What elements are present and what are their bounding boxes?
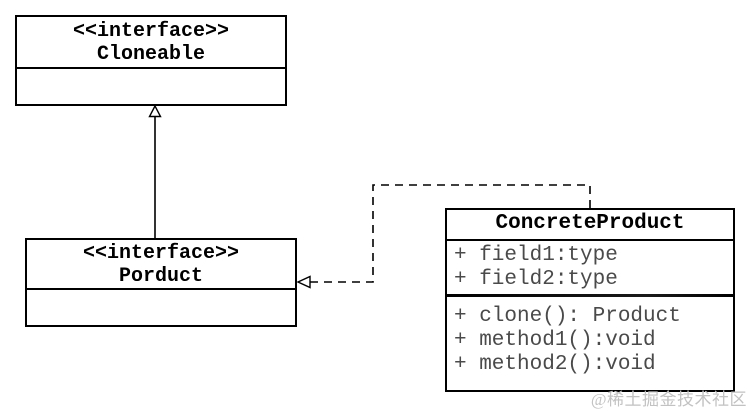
methods-compartment: + clone(): Product + method1():void + me… bbox=[447, 297, 733, 377]
class-name: Porduct bbox=[118, 265, 203, 288]
class-box-cloneable: <<interface>> Cloneable bbox=[15, 15, 287, 106]
class-box-concreteproduct: ConcreteProduct + field1:type + field2:t… bbox=[445, 208, 735, 392]
watermark: @稀土掘金技术社区 bbox=[590, 390, 747, 409]
class-name: ConcreteProduct bbox=[447, 210, 733, 241]
fields-methods-divider bbox=[447, 294, 733, 297]
class-box-porduct: <<interface>> Porduct bbox=[25, 238, 297, 327]
hollow-triangle-arrowhead-icon bbox=[296, 275, 311, 289]
generalization-arrow-porduct-to-cloneable bbox=[148, 104, 162, 238]
method-line: + method2():void bbox=[454, 353, 656, 376]
fields-compartment: + field1:type + field2:type bbox=[447, 241, 733, 294]
hollow-triangle-arrowhead-icon bbox=[148, 104, 162, 118]
class-name: Cloneable bbox=[96, 43, 206, 66]
stereotype-label: <<interface>> bbox=[82, 242, 240, 265]
method-line: + clone(): Product bbox=[454, 305, 681, 328]
method-line: + method1():void bbox=[454, 329, 656, 352]
class-title-compartment: <<interface>> Cloneable bbox=[17, 17, 285, 69]
stereotype-label: <<interface>> bbox=[72, 20, 230, 43]
field-line: + field2:type bbox=[454, 268, 618, 291]
field-line: + field1:type bbox=[454, 244, 618, 267]
class-title-compartment: <<interface>> Porduct bbox=[27, 240, 295, 290]
